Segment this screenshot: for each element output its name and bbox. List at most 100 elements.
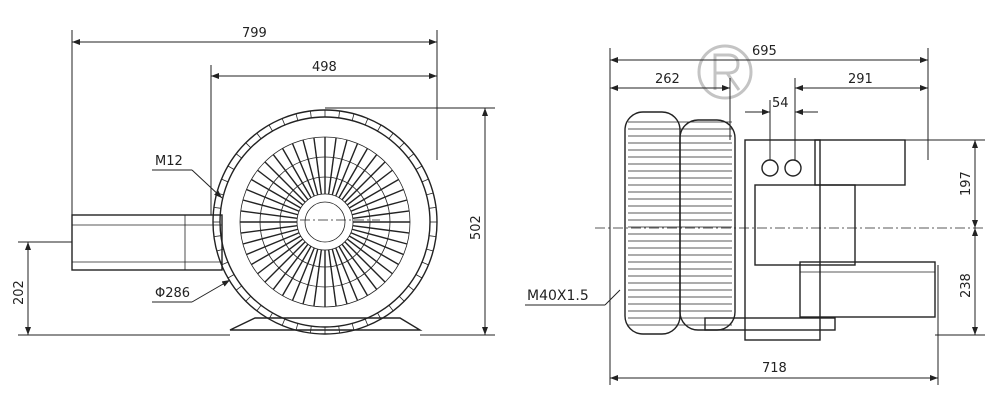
fin [245,295,252,302]
terminal-2 [784,159,802,177]
fin [364,318,369,326]
rib [350,232,404,256]
rib [351,228,408,245]
rib [331,248,348,305]
rib [341,243,378,290]
fin [235,153,242,159]
fin [309,110,312,118]
dim-base-width: 718 [762,361,787,376]
rib [335,143,359,197]
rib [350,188,404,212]
fin [351,113,355,121]
fin [429,235,437,238]
rib [348,178,399,209]
fin [227,165,235,170]
dim-overall-width-side: 695 [752,44,777,59]
registered-mark-letter [713,53,741,91]
fin [398,142,405,149]
registered-mark-icon [697,44,753,100]
rib [291,143,315,197]
rib [338,148,369,199]
dim-terminal-spacing: 54 [772,96,789,111]
terminal-1 [761,159,779,177]
rib [251,235,302,266]
fin [216,248,224,252]
fin [338,110,341,118]
fin [426,248,434,252]
fin [421,178,429,183]
rib [264,241,306,283]
rib [331,139,348,196]
diameter-label: Φ286 [155,286,190,301]
rib [272,154,309,201]
fin [281,318,286,326]
port-thread-label: M40X1.5 [527,288,589,304]
dim-motor-offset: 291 [848,72,873,87]
rib [240,210,298,220]
blower-housing-side [624,111,736,335]
fin [213,206,221,209]
impeller-housing [679,119,736,331]
rib [335,247,359,301]
thread-label: M12 [155,154,183,169]
rib [246,188,300,212]
fin [421,261,429,266]
fin [213,235,221,238]
rib [240,224,298,234]
rib [327,137,337,195]
fin [408,285,415,291]
rib [264,161,306,203]
rib [246,232,300,256]
motor-body-front [71,214,223,271]
rib [257,169,304,206]
fin [221,178,229,183]
fin [268,124,273,132]
base-feet-front [229,317,423,331]
dim-upper-height: 197 [959,171,974,196]
dim-housing-depth: 262 [655,72,680,87]
rib [352,224,410,234]
rib [352,210,410,220]
fin [351,323,355,331]
rib [272,243,309,290]
fin [398,295,405,302]
dim-axis-height: 202 [12,280,27,305]
dim-overall-width: 799 [242,26,267,41]
rib [348,235,399,266]
watermark-logo [697,44,753,100]
fin [256,132,262,139]
fin [235,285,242,291]
fin [415,274,423,279]
rib [242,228,299,245]
rib [351,199,408,216]
rib [257,238,304,275]
fin [426,192,434,196]
dim-lower-height: 238 [959,273,974,298]
front-view: 799 498 502 202 M12 Φ286 [12,26,495,336]
fin [295,323,299,331]
fin [295,113,299,121]
rib [281,245,312,296]
rib [302,139,319,196]
rib [344,241,386,283]
rib [338,245,369,296]
rib [302,248,319,305]
dim-height: 502 [469,215,484,240]
housing-ring [304,201,346,243]
fin [388,305,394,312]
fin [281,118,286,126]
fin [429,206,437,209]
fin [221,261,229,266]
rib [313,249,323,307]
fin [256,305,262,312]
rib [344,161,386,203]
rib [346,169,393,206]
impeller-housing [624,111,681,335]
blower-housing-front [212,109,438,335]
fin [377,124,382,132]
fin [245,142,252,149]
fin [364,118,369,126]
rib [346,238,393,275]
rib [327,249,337,307]
